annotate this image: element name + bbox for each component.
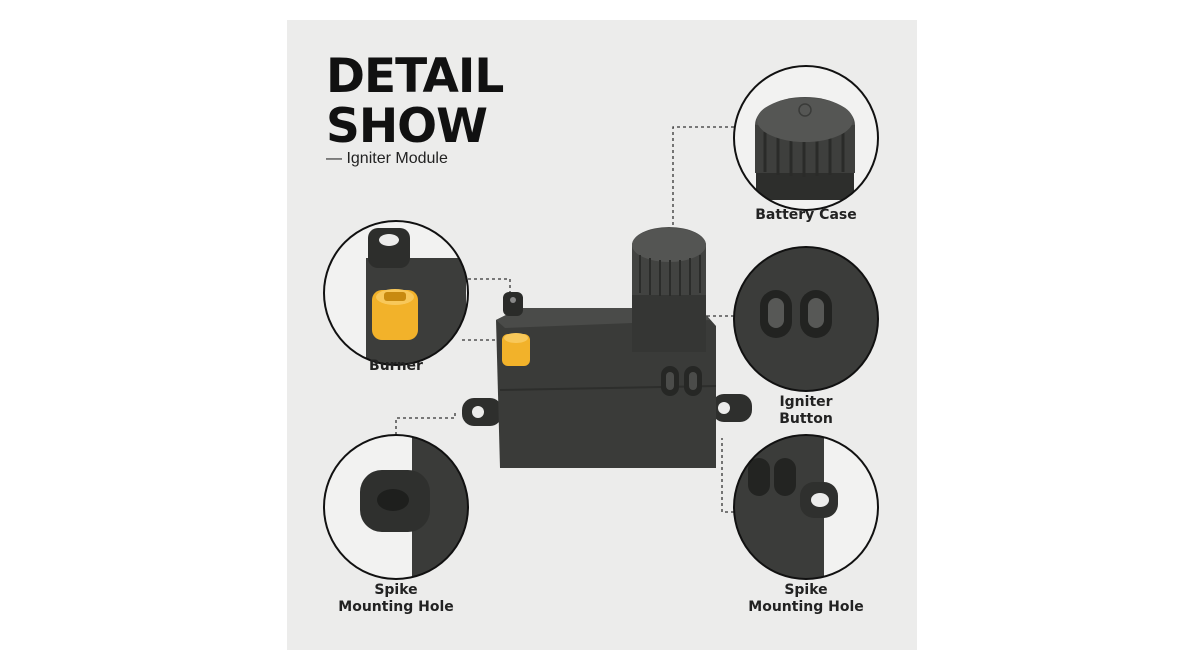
label-spike-hole-right: Spike Mounting Hole bbox=[748, 582, 864, 615]
label-battery-case: Battery Case bbox=[755, 207, 857, 223]
igniter-button-detail bbox=[733, 246, 879, 392]
label-spike-hole-left: Spike Mounting Hole bbox=[338, 582, 454, 615]
spike-hole-right-detail bbox=[733, 434, 879, 580]
headline-line-1: DETAIL bbox=[326, 49, 504, 104]
subtitle: — Igniter Module bbox=[326, 150, 448, 167]
spike-hole-left-detail bbox=[323, 434, 469, 580]
igniter-module bbox=[462, 227, 752, 468]
label-burner: Burner bbox=[369, 358, 423, 374]
headline-line-2: SHOW bbox=[326, 99, 488, 154]
burner-detail bbox=[323, 220, 469, 366]
label-igniter-button: Igniter Button bbox=[779, 394, 833, 427]
battery-case-detail bbox=[733, 65, 879, 211]
headline: DETAIL SHOW bbox=[326, 49, 504, 154]
